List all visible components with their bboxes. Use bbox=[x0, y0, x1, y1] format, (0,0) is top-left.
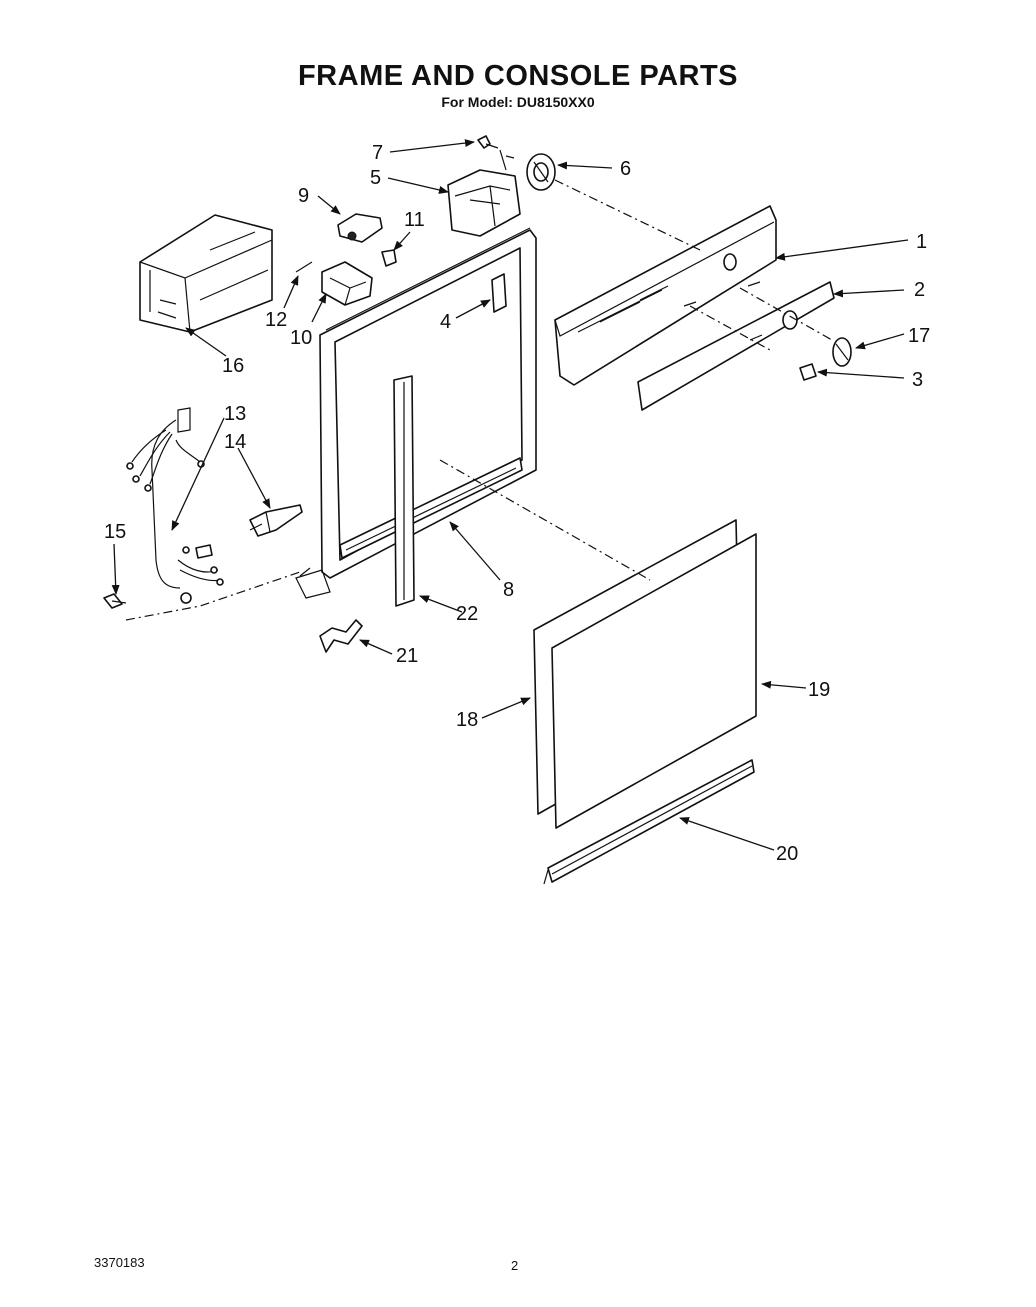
part-20-bottom-trim bbox=[543, 759, 755, 885]
part-15-screw bbox=[103, 593, 127, 609]
callout-10: 10 bbox=[290, 327, 312, 349]
callout-20: 20 bbox=[776, 843, 798, 865]
page-title: FRAME AND CONSOLE PARTS bbox=[297, 60, 739, 92]
part-6-selector-dial bbox=[526, 153, 556, 191]
part-21-clip bbox=[319, 619, 363, 653]
part-5-timer-switch bbox=[447, 149, 521, 237]
callout-9: 9 bbox=[298, 185, 309, 207]
callout-14: 14 bbox=[224, 431, 246, 453]
part-7-screw bbox=[477, 135, 499, 149]
callout-1: 1 bbox=[916, 231, 927, 253]
part-4-latch-bracket bbox=[491, 273, 507, 313]
callout-15: 15 bbox=[104, 521, 126, 543]
callout-3: 3 bbox=[912, 369, 923, 391]
part-10-bracket bbox=[321, 261, 373, 306]
callout-17: 17 bbox=[908, 325, 930, 347]
callout-8: 8 bbox=[503, 579, 514, 601]
callout-13: 13 bbox=[224, 403, 246, 425]
model-subtitle: For Model: DU8150XX0 bbox=[441, 94, 595, 110]
leader-lines bbox=[111, 139, 909, 851]
part-19-door-insert bbox=[551, 533, 757, 829]
callout-22: 22 bbox=[456, 603, 478, 625]
callout-16: 16 bbox=[222, 355, 244, 377]
callout-5: 5 bbox=[370, 167, 381, 189]
callout-11: 11 bbox=[404, 209, 425, 231]
callout-12: 12 bbox=[265, 309, 287, 331]
part-14-connector bbox=[249, 504, 303, 537]
part-8-bottom-rail bbox=[339, 457, 523, 559]
document-number: 3370183 bbox=[94, 1255, 145, 1270]
part-13-wire-harness bbox=[126, 407, 224, 604]
part-22-side-trim bbox=[393, 375, 415, 607]
callout-6: 6 bbox=[620, 158, 631, 180]
part-16-junction-box bbox=[139, 214, 273, 333]
callout-18: 18 bbox=[456, 709, 478, 731]
part-17-knob bbox=[832, 337, 852, 367]
part-3-button bbox=[799, 363, 817, 381]
callout-19: 19 bbox=[808, 679, 830, 701]
callout-7: 7 bbox=[372, 142, 383, 164]
callout-2: 2 bbox=[914, 279, 925, 301]
callout-21: 21 bbox=[396, 645, 418, 667]
part-9-switch bbox=[337, 213, 383, 243]
part-12-pin bbox=[295, 261, 313, 273]
callout-4: 4 bbox=[440, 311, 451, 333]
page-number: 2 bbox=[511, 1258, 519, 1273]
part-11-clip bbox=[381, 249, 397, 267]
